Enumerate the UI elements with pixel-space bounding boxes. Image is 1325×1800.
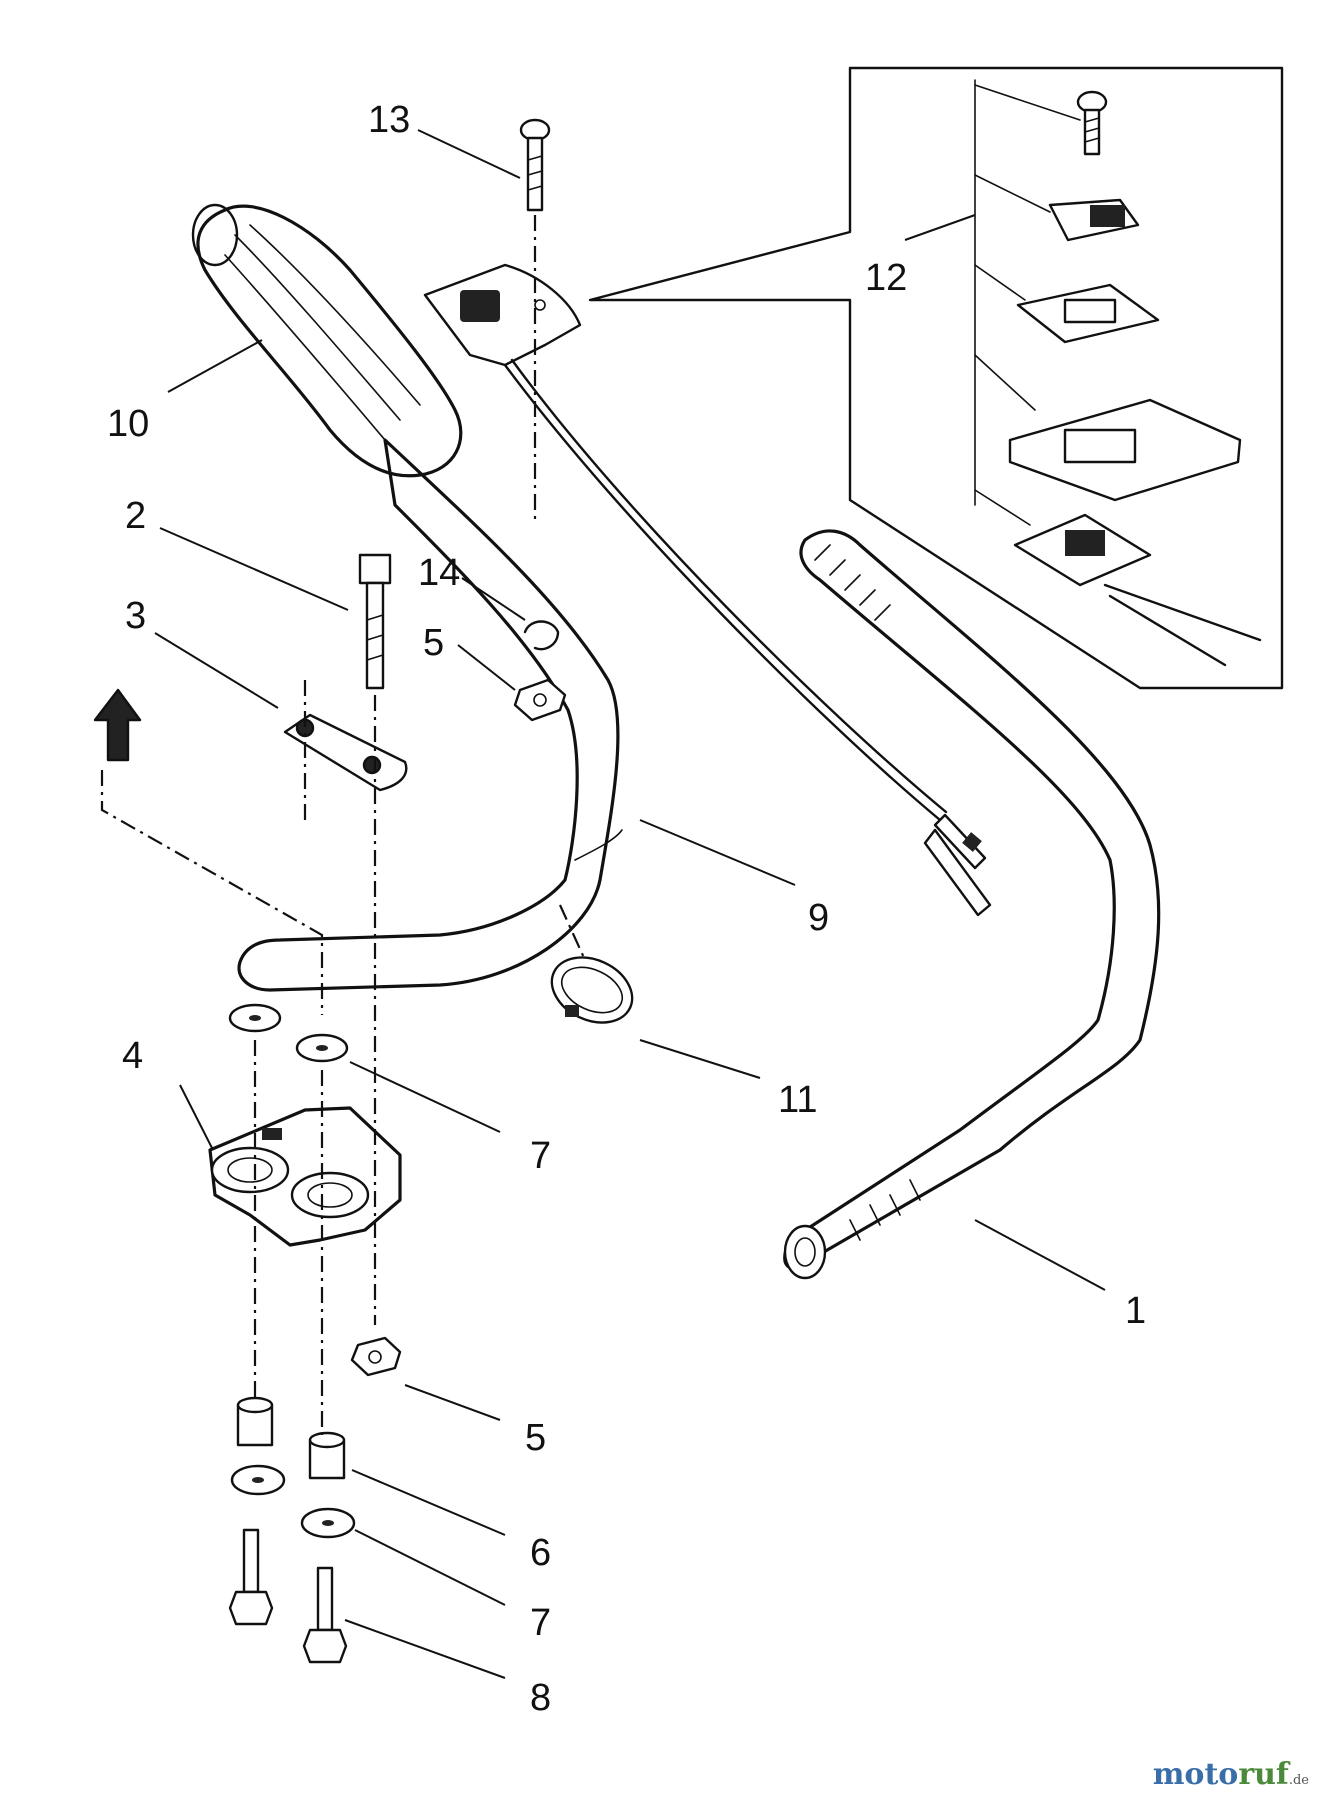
main-tube bbox=[783, 529, 1161, 1280]
screw-13 bbox=[519, 118, 551, 212]
callout-12: 12 bbox=[865, 257, 907, 299]
callout-10: 10 bbox=[107, 403, 149, 445]
inset-switch-body bbox=[974, 489, 1262, 667]
hex-nut-upper bbox=[513, 678, 567, 722]
switch-housing bbox=[423, 263, 582, 367]
leader-lines bbox=[154, 129, 1106, 1679]
inset-screw bbox=[974, 84, 1108, 156]
switch-wire bbox=[503, 358, 992, 917]
callout-4: 4 bbox=[122, 1035, 143, 1077]
handle-bar bbox=[237, 438, 623, 992]
inset-switch-cover bbox=[974, 354, 1242, 502]
callout-3: 3 bbox=[125, 595, 146, 637]
callout-13: 13 bbox=[368, 99, 410, 141]
switch-detail-inset bbox=[588, 66, 1284, 690]
washers-lower bbox=[230, 1464, 356, 1539]
callout-14: 14 bbox=[418, 552, 460, 594]
callout-numbers: 13 12 10 2 14 3 5 9 4 11 7 1 5 6 7 8 bbox=[107, 99, 1146, 1719]
mounting-bracket bbox=[208, 1106, 402, 1247]
callout-5-lower: 5 bbox=[525, 1417, 546, 1459]
handle-grip bbox=[191, 203, 463, 478]
inset-switch-plate bbox=[974, 264, 1160, 344]
washers-upper bbox=[228, 1003, 349, 1063]
callout-8: 8 bbox=[530, 1677, 551, 1719]
hex-nut-lower bbox=[350, 1336, 402, 1377]
callout-11: 11 bbox=[778, 1079, 817, 1121]
clamp-plate bbox=[283, 713, 408, 792]
callout-1: 1 bbox=[1125, 1290, 1146, 1332]
callout-6: 6 bbox=[530, 1532, 551, 1574]
hose-clamp bbox=[550, 956, 634, 1024]
assembly-centerlines bbox=[253, 215, 587, 1435]
direction-arrow bbox=[93, 688, 324, 1015]
callout-7-lower: 7 bbox=[530, 1602, 551, 1644]
site-watermark-logo: motoruf.de bbox=[1152, 1757, 1309, 1792]
callout-7-upper: 7 bbox=[530, 1135, 551, 1177]
callout-2: 2 bbox=[125, 495, 146, 537]
callout-5-upper: 5 bbox=[423, 622, 444, 664]
long-bolt bbox=[358, 553, 392, 690]
bolts-lower bbox=[228, 1528, 348, 1664]
callout-9: 9 bbox=[808, 897, 829, 939]
spacers bbox=[236, 1396, 346, 1480]
inset-switch-button bbox=[974, 174, 1140, 242]
e-clip bbox=[523, 620, 560, 651]
